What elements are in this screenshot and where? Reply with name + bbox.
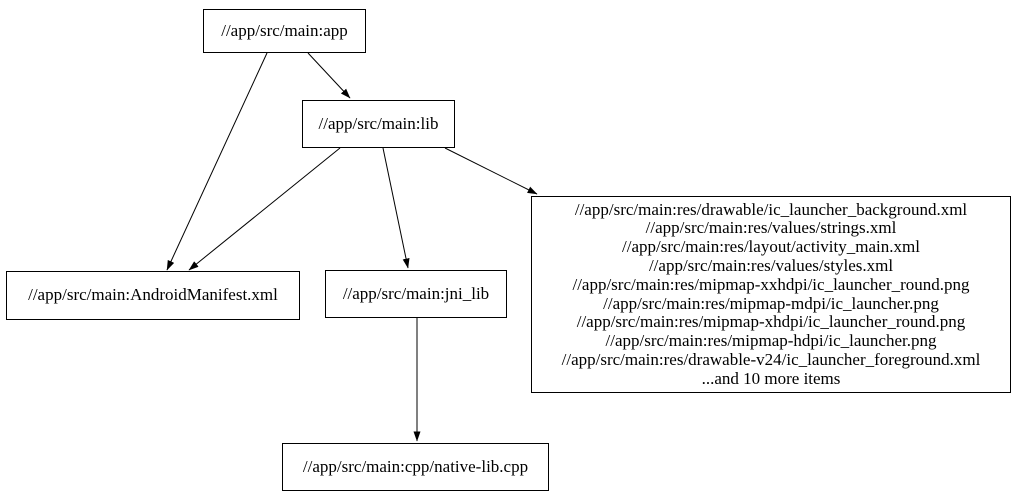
- node-lib: //app/src/main:lib: [302, 100, 455, 148]
- resource-line: //app/src/main:res/values/styles.xml: [648, 255, 894, 275]
- resource-line: //app/src/main:res/mipmap-hdpi/ic_launch…: [605, 331, 937, 351]
- resource-line: //app/src/main:res/mipmap-xhdpi/ic_launc…: [576, 312, 966, 332]
- resource-line: //app/src/main:res/mipmap-xxhdpi/ic_laun…: [572, 274, 970, 294]
- resource-line: //app/src/main:res/layout/activity_main.…: [622, 237, 920, 257]
- node-lib-label: //app/src/main:lib: [318, 113, 439, 133]
- resource-line: //app/src/main:res/drawable/ic_launcher_…: [574, 199, 968, 219]
- edge-lib-to-jni-lib: [382, 147, 410, 269]
- node-android-manifest-label: //app/src/main:AndroidManifest.xml: [28, 285, 278, 305]
- resource-line: //app/src/main:res/mipmap-mdpi/ic_launch…: [603, 293, 939, 313]
- node-native-lib-cpp-label: //app/src/main:cpp/native-lib.cpp: [302, 456, 529, 476]
- resource-line: //app/src/main:res/drawable-v24/ic_launc…: [561, 349, 981, 369]
- edge-lib-to-manifest: [188, 147, 341, 271]
- node-resources-group: //app/src/main:res/drawable/ic_launcher_…: [531, 196, 1011, 393]
- node-android-manifest: //app/src/main:AndroidManifest.xml: [6, 271, 300, 320]
- edge-lib-to-resources: [444, 147, 538, 195]
- edge-app-to-lib: [307, 52, 351, 99]
- node-native-lib-cpp: //app/src/main:cpp/native-lib.cpp: [282, 443, 549, 491]
- edge-app-to-manifest: [166, 52, 268, 271]
- resource-line-more: ...and 10 more items: [701, 368, 841, 388]
- node-jni-lib: //app/src/main:jni_lib: [325, 270, 507, 318]
- node-app-label: //app/src/main:app: [221, 20, 348, 40]
- resource-line: //app/src/main:res/values/strings.xml: [645, 218, 897, 238]
- node-app: //app/src/main:app: [203, 9, 366, 53]
- node-jni-lib-label: //app/src/main:jni_lib: [342, 283, 490, 303]
